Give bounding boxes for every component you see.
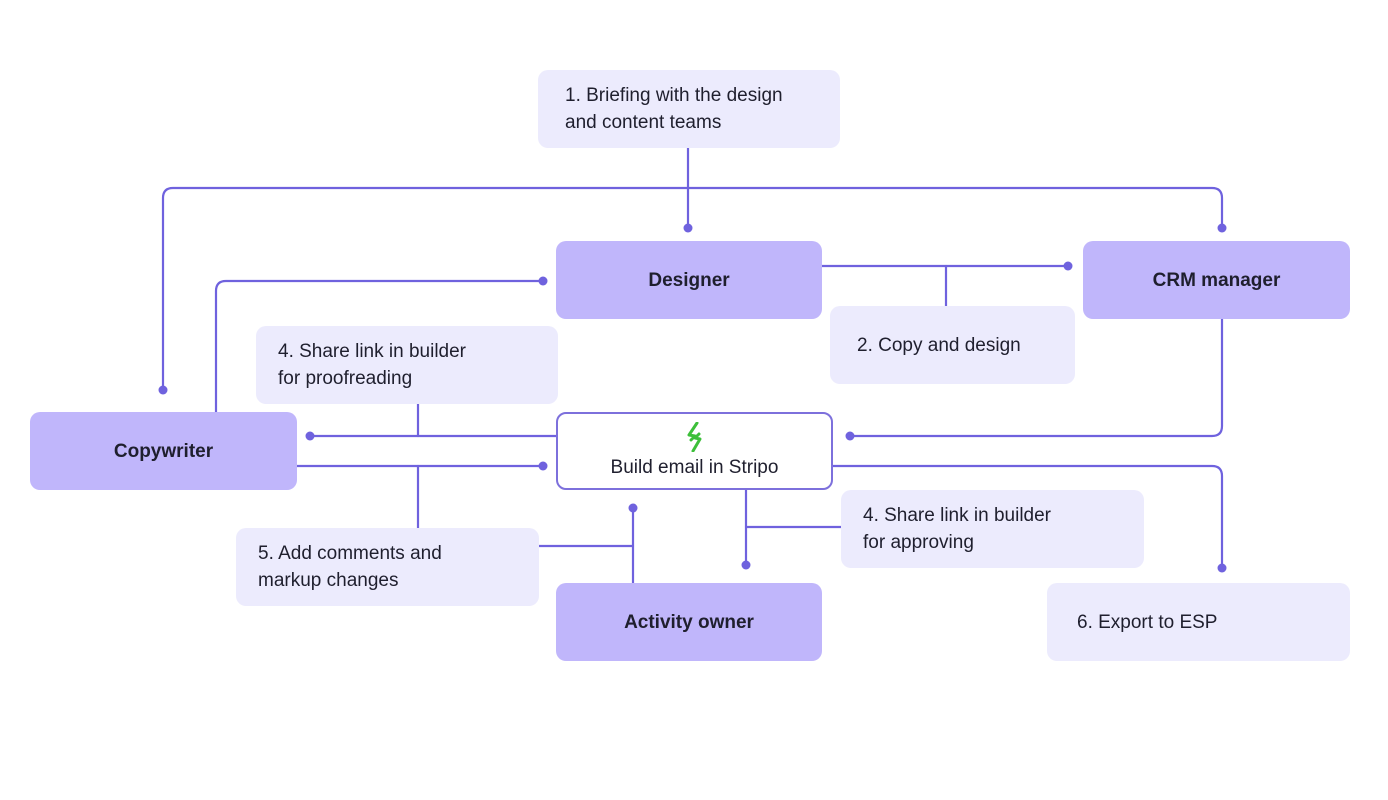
arrow-dot [1063, 261, 1073, 271]
role-crm-manager-label: CRM manager [1152, 269, 1281, 291]
step-export-esp-label: 6. Export to ESP [1077, 611, 1218, 633]
step-share-proofreading: 4. Share link in builder for proofreadin… [256, 326, 558, 404]
step-add-comments-label: 5. Add comments and markup changes [258, 543, 442, 591]
connector-crm-to-stripo [848, 316, 1224, 438]
step-share-approving-label: 4. Share link in builder for approving [863, 505, 1051, 553]
build-email-label: Build email in Stripo [610, 456, 779, 478]
role-crm-manager: CRM manager [1083, 241, 1350, 319]
step-briefing: 1. Briefing with the design and content … [538, 70, 840, 148]
arrow-dot [1217, 563, 1227, 573]
arrow-dot [538, 276, 548, 286]
role-activity-owner-label: Activity owner [624, 611, 754, 633]
build-email-node: Build email in Stripo [556, 412, 833, 490]
step-add-comments: 5. Add comments and markup changes [236, 528, 539, 606]
role-designer: Designer [556, 241, 822, 319]
arrow-dot [158, 385, 168, 395]
step-share-approving: 4. Share link in builder for approving [841, 490, 1144, 568]
arrow-dot [628, 503, 638, 513]
stripo-logo-icon [687, 421, 701, 452]
step-copy-and-design: 2. Copy and design [830, 306, 1075, 384]
connector-stripo-to-export [831, 464, 1224, 570]
arrow-dot [538, 461, 548, 471]
step-export-esp: 6. Export to ESP [1047, 583, 1350, 661]
role-activity-owner: Activity owner [556, 583, 822, 661]
role-copywriter-label: Copywriter [113, 440, 214, 462]
connector-briefing-branch [161, 186, 1224, 392]
arrow-dot [683, 223, 693, 233]
arrow-dot [741, 560, 751, 570]
role-copywriter: Copywriter [30, 412, 297, 490]
arrow-dot [1217, 223, 1227, 233]
step-copy-and-design-label: 2. Copy and design [857, 334, 1021, 356]
step-share-proofreading-label: 4. Share link in builder for proofreadin… [278, 341, 466, 389]
connector-copywriter-to-designer [214, 279, 545, 414]
arrow-dot [305, 431, 315, 441]
arrow-dot [845, 431, 855, 441]
role-designer-label: Designer [648, 269, 730, 291]
step-briefing-label: 1. Briefing with the design and content … [565, 85, 783, 133]
